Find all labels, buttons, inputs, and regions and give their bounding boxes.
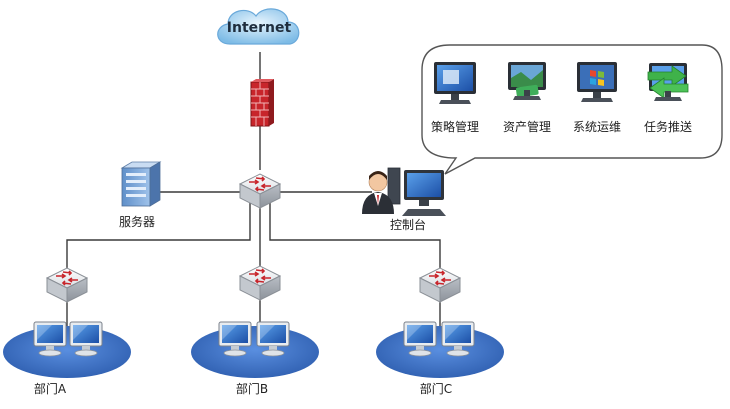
dept-ellipse bbox=[191, 326, 319, 378]
callout-bubble bbox=[421, 44, 723, 175]
core-switch-icon bbox=[239, 173, 281, 209]
internet-label: Internet bbox=[227, 20, 292, 36]
department-c-group: 部门C bbox=[376, 321, 504, 396]
push-arrows-icon bbox=[647, 63, 689, 101]
dept-ellipse bbox=[376, 326, 504, 378]
server-label: 服务器 bbox=[119, 214, 155, 229]
callout-item-label: 系统运维 bbox=[573, 120, 621, 134]
department-label: 部门A bbox=[34, 381, 67, 396]
console-icon bbox=[362, 167, 446, 216]
asset-monitor-icon bbox=[508, 62, 546, 100]
console-label: 控制台 bbox=[390, 217, 426, 232]
windows-monitor-icon bbox=[577, 62, 617, 102]
dept-ellipse bbox=[3, 326, 131, 378]
department-b-group: 部门B bbox=[191, 321, 319, 396]
callout-item-label: 任务推送 bbox=[644, 119, 692, 134]
dept-c-link bbox=[269, 203, 441, 270]
internet-cloud: Internet bbox=[217, 8, 300, 45]
dept-a-link bbox=[66, 203, 251, 270]
firewall-icon bbox=[250, 79, 274, 127]
dept-a-switch-icon bbox=[46, 267, 88, 303]
server-icon bbox=[120, 161, 162, 207]
department-label: 部门B bbox=[236, 381, 268, 396]
dept-c-switch-icon bbox=[419, 267, 461, 303]
monitor-icon bbox=[434, 62, 476, 104]
network-links bbox=[66, 52, 441, 330]
cloud-icon bbox=[217, 8, 300, 45]
dept-b-switch-icon bbox=[239, 265, 281, 301]
callout-item-label: 策略管理 bbox=[431, 119, 479, 134]
department-a-group: 部门A bbox=[3, 321, 131, 396]
department-label: 部门C bbox=[420, 381, 452, 396]
console-functions-callout: 策略管理 资产管理 系统运维 任务推送 bbox=[421, 44, 723, 175]
callout-item-label: 资产管理 bbox=[503, 119, 551, 134]
